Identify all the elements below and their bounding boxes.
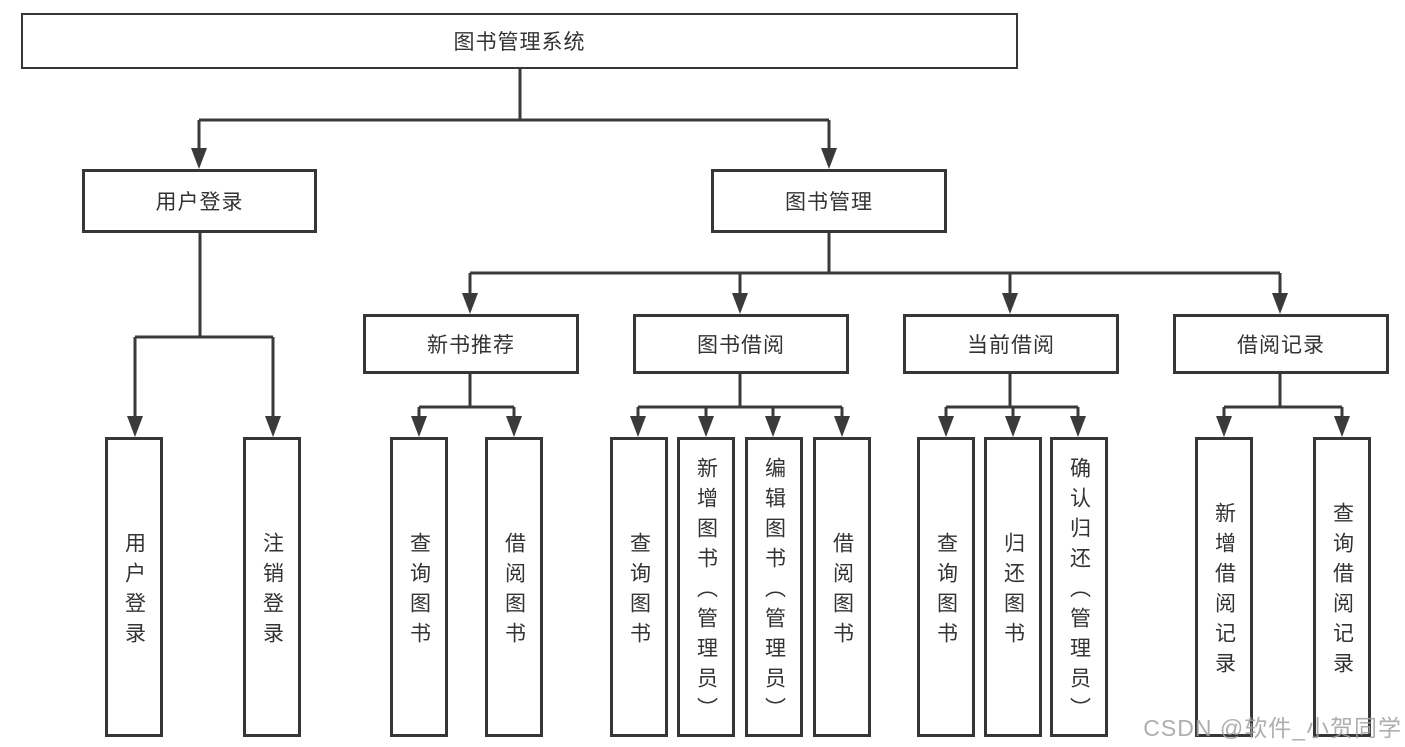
node-new-book-recommend: 新书推荐 — [363, 314, 579, 374]
leaf-add-book-admin-label: 新增图书（管理员） — [694, 456, 718, 727]
leaf-query-borrow-record: 查询借阅记录 — [1313, 437, 1371, 737]
leaf-add-borrow-record-label: 新增借阅记录 — [1212, 501, 1236, 682]
leaf-query-books-recommend: 查询图书 — [390, 437, 448, 737]
leaf-query-borrow-record-label: 查询借阅记录 — [1330, 501, 1354, 682]
leaf-confirm-return-admin-label: 确认归还（管理员） — [1067, 456, 1091, 727]
leaf-logout-label: 注销登录 — [260, 531, 284, 652]
node-root-library-system: 图书管理系统 — [21, 13, 1018, 69]
node-current-borrow: 当前借阅 — [903, 314, 1119, 374]
leaf-edit-book-admin: 编辑图书（管理员） — [745, 437, 803, 737]
leaf-query-books-current: 查询图书 — [917, 437, 975, 737]
edges-root-to-level2 — [191, 69, 837, 169]
leaf-user-login-label: 用户登录 — [122, 531, 146, 652]
leaf-add-book-admin: 新增图书（管理员） — [677, 437, 735, 737]
edges-new-book-rec-branch — [411, 374, 522, 437]
leaf-add-borrow-record: 新增借阅记录 — [1195, 437, 1253, 737]
edges-current-borrow-branch — [938, 374, 1086, 437]
edges-borrow-records-branch — [1216, 374, 1350, 437]
leaf-query-books-current-label: 查询图书 — [934, 531, 958, 652]
leaf-return-book: 归还图书 — [984, 437, 1042, 737]
node-book-management: 图书管理 — [711, 169, 947, 233]
leaf-query-books-recommend-label: 查询图书 — [407, 531, 431, 652]
node-user-login: 用户登录 — [82, 169, 317, 233]
leaf-borrow-books-recommend-label: 借阅图书 — [502, 531, 526, 652]
leaf-query-books-borrow: 查询图书 — [610, 437, 668, 737]
leaf-query-books-borrow-label: 查询图书 — [627, 531, 651, 652]
node-book-borrow: 图书借阅 — [633, 314, 849, 374]
leaf-logout: 注销登录 — [243, 437, 301, 737]
leaf-confirm-return-admin: 确认归还（管理员） — [1050, 437, 1108, 737]
edges-user-login-branch — [127, 233, 281, 437]
leaf-edit-book-admin-label: 编辑图书（管理员） — [762, 456, 786, 727]
leaf-borrow-books-recommend: 借阅图书 — [485, 437, 543, 737]
edges-book-mgmt-branch — [462, 233, 1288, 314]
leaf-borrow-books-borrow-label: 借阅图书 — [830, 531, 854, 652]
leaf-return-book-label: 归还图书 — [1001, 531, 1025, 652]
node-borrow-records: 借阅记录 — [1173, 314, 1389, 374]
csdn-watermark: CSDN @软件_小贺同学 — [1143, 715, 1402, 741]
leaf-borrow-books-borrow: 借阅图书 — [813, 437, 871, 737]
edges-book-borrow-branch — [630, 374, 850, 437]
leaf-user-login: 用户登录 — [105, 437, 163, 737]
